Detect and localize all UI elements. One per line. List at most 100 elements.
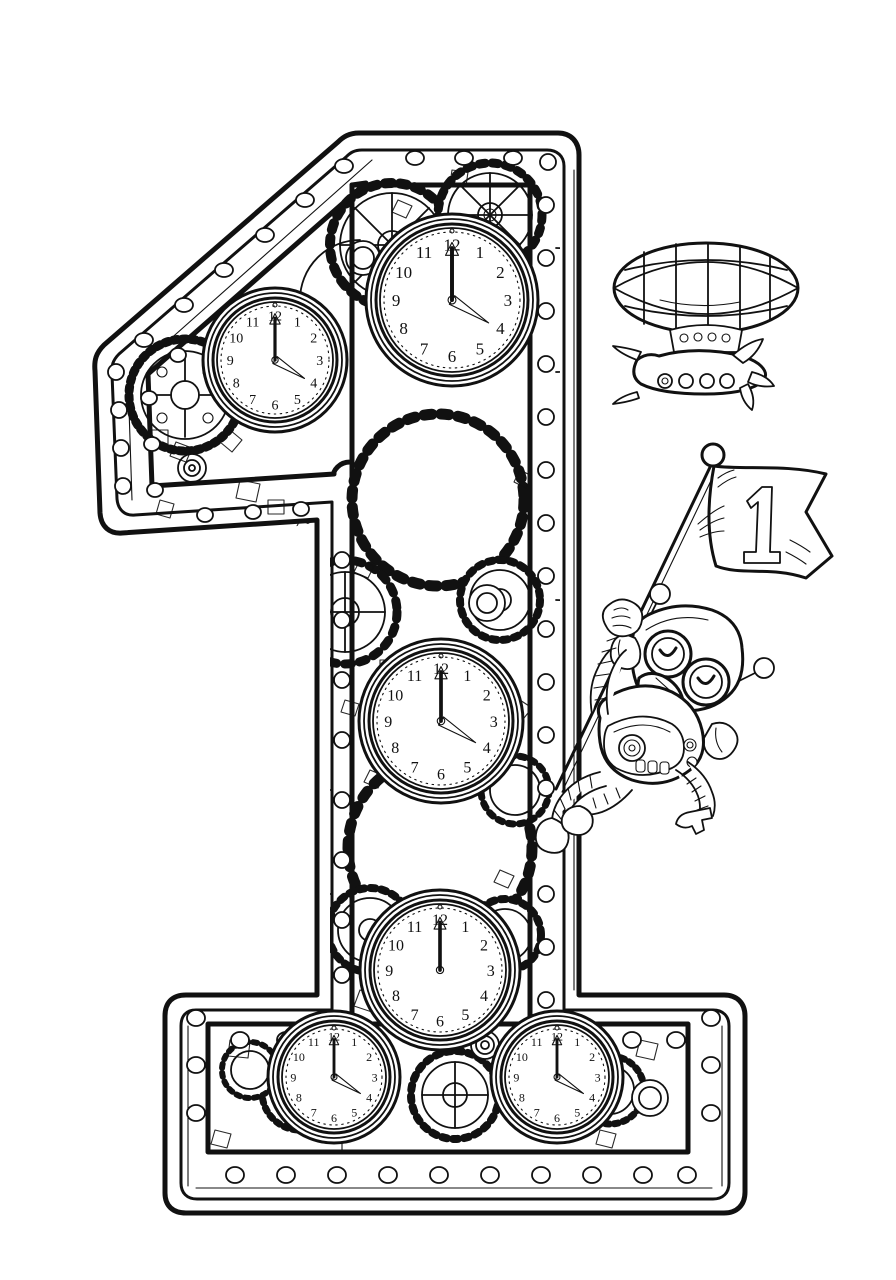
clock-numeral: 3 [490,714,498,731]
clock-center-pin [271,356,279,364]
clock-top-marker [272,302,278,308]
clock-center-pin [436,716,446,726]
clock-center-pin [330,1073,338,1081]
robot-eye-right [681,657,731,707]
clock-minute-arrow [551,1034,563,1046]
robot-arm-left [589,598,644,715]
clock-numeral: 9 [290,1070,296,1084]
clock-tick-ring [220,305,330,415]
clock-numeral: 5 [351,1105,357,1119]
clock-numeral: 8 [392,988,400,1005]
robot-body [596,684,705,785]
clock-numeral: 1 [461,919,469,936]
clock-numeral: 6 [448,347,457,366]
clock-numeral: 10 [293,1050,305,1064]
clock-numeral: 5 [476,339,485,358]
clock-numeral: 1 [476,243,485,262]
clock-numeral: 8 [233,376,240,391]
clock-numeral: 7 [411,1007,419,1024]
flag-creases [697,469,811,565]
clock-numeral: 6 [436,1014,444,1031]
airship [612,241,800,411]
clock-numeral: 7 [420,339,429,358]
victory-flag [554,442,834,793]
clock-numeral: 12 [444,235,461,254]
clock-numeral: 9 [384,714,392,731]
clock-numeral: 11 [407,668,422,685]
clock-numeral: 10 [388,937,404,954]
rivet-base-top-right [577,1009,721,1122]
clock-numeral: 9 [513,1070,519,1084]
flag-numeral [743,486,781,564]
clock-numeral: 3 [316,354,323,369]
clock-tick-ring [383,231,521,369]
clock-center-pin [553,1073,561,1081]
clock-numeral: 3 [595,1070,601,1084]
clock-minute-arrow [269,313,281,325]
clock-numeral: 3 [372,1070,378,1084]
robot-leg-right [560,787,633,836]
robot [534,583,775,854]
clock-tick-ring [376,656,506,786]
clock-numeral: 7 [311,1105,317,1119]
clock-tick-ring [285,1028,383,1126]
clock-bezel-mid [370,218,534,382]
clock-numeral: 11 [308,1035,320,1049]
clock-numeral: 4 [480,988,488,1005]
clock-top-marker [437,904,443,910]
clock-numeral: 7 [249,393,256,408]
clock-minute-arrow [433,916,447,930]
clock-numeral: 11 [246,315,259,330]
clock-numeral: 4 [483,740,491,757]
clock-numeral: 6 [554,1111,560,1125]
clock-hour-hand [448,295,490,324]
rivet-column-left [110,401,132,495]
robot-eye-left [643,629,693,679]
clock-numeral: 8 [296,1091,302,1105]
rivet-column-stem-left [333,551,351,984]
clock-numeral: 5 [294,393,301,408]
clock-numeral: 11 [531,1035,543,1049]
clock-numeral: 5 [461,1007,469,1024]
clock-numeral: 10 [229,332,243,347]
clock-numeral: 8 [399,319,408,338]
clock-bezel-mid [207,292,343,428]
clock-numeral: 6 [331,1111,337,1125]
clock-numeral: 11 [416,243,432,262]
clock-numeral: 3 [487,963,495,980]
clock-top-marker [438,653,444,659]
clock-top-marker [449,228,455,234]
clock-bezel-mid [364,894,516,1046]
clock-numeral: 3 [504,291,513,310]
rivet-row-diagonal-inner [140,347,310,523]
clock-numeral: 2 [483,687,491,704]
clock-numeral: 8 [391,740,399,757]
numeral-inner-edge [110,148,731,1201]
clock-bezel-mid [495,1015,619,1139]
clock-tick-ring [377,907,503,1033]
clock-numeral: 9 [385,963,393,980]
clock-numeral: 10 [387,687,403,704]
clock-numeral: 1 [463,668,471,685]
clock-top-marker [331,1025,337,1031]
clock-numeral: 11 [407,919,422,936]
clock-numeral: 4 [310,376,317,391]
clock-minute-arrow [328,1034,340,1046]
clock-numeral: 2 [496,263,505,282]
clock-minute-arrow [444,241,460,256]
clock-bezel-mid [363,643,519,799]
clock-bezel-mid [272,1015,396,1139]
rivet-base-bottom-row [225,1166,697,1184]
clock-minute-arrow [434,666,448,680]
clock-numeral: 9 [227,354,234,369]
numeral-outer-edge [92,130,748,1216]
clock-center-pin [447,295,457,305]
clock-numeral: 9 [392,291,401,310]
rivet-row-diagonal-upper [107,150,557,381]
clock-tick-ring [508,1028,606,1126]
